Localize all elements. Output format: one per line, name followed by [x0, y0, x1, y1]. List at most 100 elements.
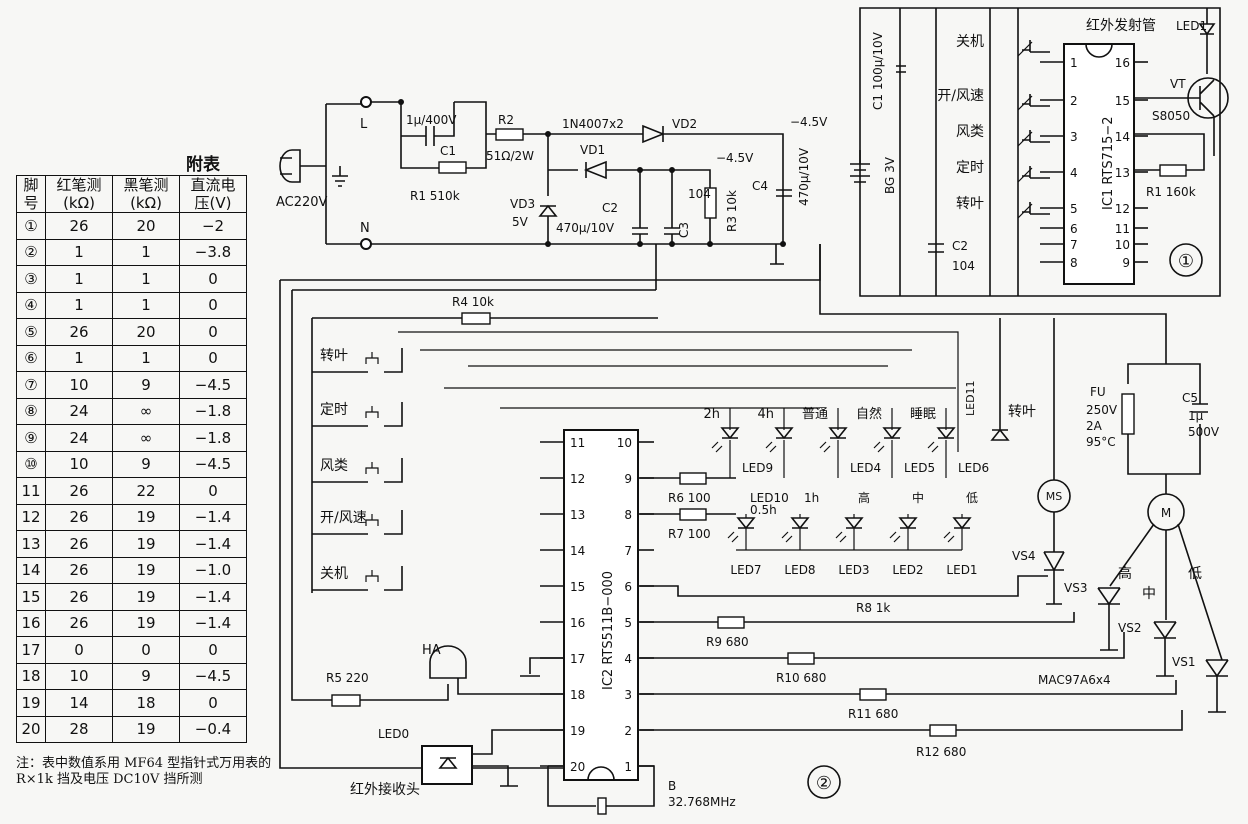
remote-c2-label: C2	[952, 239, 968, 253]
ic2-pin-18: 18	[570, 688, 585, 702]
ic2-pin-13: 13	[570, 508, 585, 522]
table-header-1: 红笔测(kΩ)	[45, 175, 113, 213]
battery-label: BG 3V	[883, 156, 897, 194]
ic2-pin-10: 10	[617, 436, 632, 450]
fuse-value-0: 250V	[1086, 403, 1118, 417]
c5-value-0: 1μ	[1188, 409, 1204, 423]
c1-electrolytic	[896, 65, 906, 73]
remote-key-1-switch	[1022, 94, 1050, 107]
r8-label: R8 1k	[856, 601, 890, 615]
remote-c1-label: C1 100μ/10V	[871, 31, 885, 110]
ic2-pin-11: 11	[570, 436, 585, 450]
diagram-2-marker	[807, 765, 841, 799]
main-key-1-switch	[365, 406, 379, 418]
r4-label: R4 10k	[452, 295, 494, 309]
table-cell: −1.8	[179, 397, 247, 425]
led0-label: LED0	[378, 727, 409, 741]
c5-label: C5	[1182, 391, 1198, 405]
table-cell: 20	[16, 715, 46, 743]
table-note: 注：表中数值系用 MF64 型指针式万用表的 R×1k 挡及电压 DC10V 挡…	[16, 756, 272, 787]
led-bot-3-label: LED2	[892, 563, 923, 577]
fuse-value-1: 2A	[1086, 419, 1103, 433]
led11-indicator	[990, 428, 1010, 441]
ic1-label: IC1 RTS715−2	[1101, 116, 1116, 210]
led-top-2-label: LED4	[850, 461, 881, 475]
table-cell: 1	[112, 238, 180, 266]
plug-icon	[279, 149, 301, 183]
table-cell: ⑩	[16, 450, 46, 478]
led-top-3-rays	[873, 441, 885, 453]
remote-c2-value: 104	[952, 259, 975, 273]
ic1-pin-2: 2	[1070, 94, 1078, 108]
main-key-1-wire	[312, 402, 403, 427]
main-key-3-wire	[312, 510, 403, 535]
led-top-3-label: LED5	[904, 461, 935, 475]
fuse-icon	[1121, 393, 1135, 435]
l-label: L	[360, 117, 368, 132]
r9-label: R9 680	[706, 635, 749, 649]
main-key-0-wire	[312, 348, 403, 373]
vs4-triac	[1043, 551, 1065, 605]
table-header-line: 直流电	[190, 176, 236, 194]
remote-led-label: LED1	[1176, 19, 1207, 33]
table-cell: 14	[16, 556, 46, 584]
led-top-0-tag: 2h	[703, 407, 720, 422]
buzzer-label: HA	[422, 643, 441, 658]
led-top-3	[882, 427, 902, 440]
table-cell: 0	[179, 291, 247, 319]
ms-label: MS	[1046, 490, 1062, 503]
ic1-pin-12: 12	[1115, 202, 1130, 216]
remote-control-section: C1 100μ/10V BG 3V C2 104 IC1 RTS715−2 关机…	[850, 7, 1229, 297]
remote-key-2-label: 风类	[956, 124, 984, 140]
remote-key-4-switch	[1022, 202, 1050, 215]
table-header-3: 直流电压(V)	[179, 175, 247, 213]
ic1-pin-15: 15	[1115, 94, 1130, 108]
c2-label: C2	[602, 201, 618, 215]
vd1-label: VD1	[580, 143, 605, 157]
main-key-4-switch	[365, 570, 379, 582]
r10-label: R10 680	[776, 671, 826, 685]
remote-key-2-switch	[1022, 130, 1050, 143]
main-key-2-label: 风类	[320, 458, 348, 474]
ic2-label: IC2 RTS511B−000	[601, 571, 616, 690]
led-top-0-label: LED9	[742, 461, 773, 475]
ic2-pin-6: 6	[624, 580, 632, 594]
ir-transmitter-label: 红外发射管	[1086, 18, 1156, 34]
c1-value: 1μ/400V	[406, 113, 457, 127]
r5-label: R5 220	[326, 671, 369, 685]
vt-label: VT	[1170, 77, 1186, 91]
table-cell: ⑨	[16, 424, 46, 452]
led-top-1-tag: 4h	[757, 407, 774, 422]
table-cell: 26	[45, 609, 113, 637]
led-bot-3-rays	[889, 531, 901, 543]
r2-resistor	[495, 128, 524, 141]
table-cell: −1.4	[179, 503, 247, 531]
table-cell: ⑤	[16, 318, 46, 346]
ic2-pin-12: 12	[570, 472, 585, 486]
r6-resistor	[679, 472, 707, 485]
diagram-1-marker	[1169, 243, 1203, 277]
ic2-pin-2: 2	[624, 724, 632, 738]
led-bot-2	[844, 517, 864, 530]
table-cell: −4.5	[179, 450, 247, 478]
table-cell: −1.4	[179, 530, 247, 558]
ic2-chip	[563, 429, 639, 781]
r2-value: 51Ω/2W	[486, 149, 534, 163]
speed-mid-label: 中	[1142, 586, 1156, 602]
r11-resistor	[859, 688, 887, 701]
main-key-2-switch	[365, 462, 379, 474]
ic1-pin-14: 14	[1115, 130, 1130, 144]
table-cell: 22	[112, 477, 180, 505]
table-cell: 17	[16, 636, 46, 664]
led-bot-2-rays	[835, 531, 847, 543]
table-header-line: 红笔测	[56, 176, 102, 194]
